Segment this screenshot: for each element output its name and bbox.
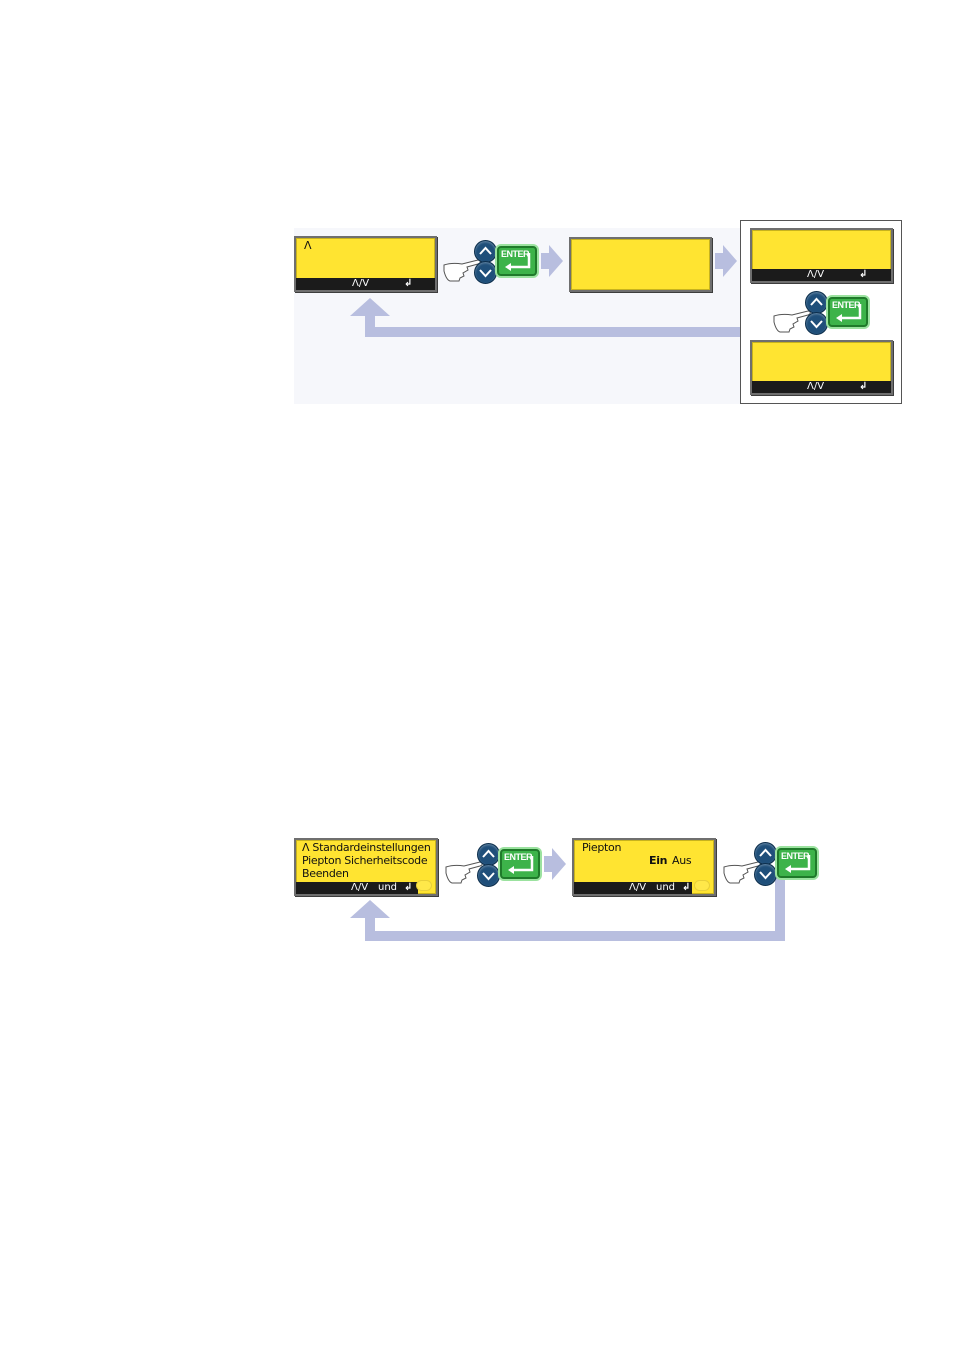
lcd-display-piepton: Piepton Ein Aus Λ/V und ↲ [572, 838, 716, 896]
lcd-c-status-bar: Λ/V ↲ [752, 269, 891, 281]
lcd-display-a: Λ Λ/V ↲ [294, 236, 437, 292]
return-arrow-icon [499, 248, 535, 274]
up-button[interactable] [477, 843, 500, 866]
enter-symbol: ↲ [859, 269, 867, 281]
lcd-d-status-bar: Λ/V ↲ [752, 381, 891, 393]
display-glare [416, 880, 432, 891]
menu-line-1: Λ Standardeinstellungen [302, 841, 431, 854]
piepton-title: Piepton [582, 841, 621, 854]
down-button[interactable] [805, 312, 828, 335]
return-arrow-1 [340, 298, 750, 344]
menu-status-bar: Λ/V und ↲ [296, 882, 418, 894]
flow-arrow-1 [539, 243, 565, 279]
chevron-down-icon [806, 313, 827, 334]
lcd-a-status-bar: Λ/V ↲ [296, 278, 435, 290]
return-arrow-icon [502, 851, 538, 877]
enter-button[interactable]: ENTER [497, 246, 537, 276]
lcd-display-c: Λ/V ↲ [750, 228, 893, 283]
flow-arrow-3 [542, 846, 568, 882]
menu-line-2: Piepton Sicherheitscode [302, 854, 427, 867]
option-off: Aus [672, 854, 691, 867]
lcd-display-b [569, 237, 712, 292]
lcd-display-d: Λ/V ↲ [750, 340, 893, 395]
nav-hint: Λ/V [629, 882, 646, 894]
chevron-down-icon [475, 262, 496, 283]
up-button[interactable] [754, 842, 777, 865]
option-on: Ein [649, 854, 667, 867]
return-arrow-icon [830, 299, 866, 325]
down-button[interactable] [474, 261, 497, 284]
enter-symbol: ↲ [404, 278, 412, 290]
nav-hint: Λ/V [807, 269, 824, 281]
chevron-down-icon [755, 864, 776, 885]
chevron-up-icon [806, 292, 827, 313]
nav-hint: Λ/V [352, 278, 369, 290]
return-arrow-icon [779, 850, 815, 876]
flow-arrow-2 [713, 243, 739, 279]
display-glare [694, 880, 710, 891]
lcd-a-line1: Λ [304, 239, 311, 252]
enter-symbol: ↲ [682, 882, 690, 894]
up-button[interactable] [474, 240, 497, 263]
nav-hint: Λ/V [807, 381, 824, 393]
und-text: und [378, 882, 397, 894]
down-button[interactable] [754, 863, 777, 886]
und-text: und [656, 882, 675, 894]
lcd-display-menu: Λ Standardeinstellungen Piepton Sicherhe… [294, 838, 438, 896]
piepton-status-bar: Λ/V und ↲ [574, 882, 692, 894]
enter-button[interactable]: ENTER [500, 849, 540, 879]
nav-hint: Λ/V [351, 882, 368, 894]
down-button[interactable] [477, 864, 500, 887]
enter-symbol: ↲ [859, 381, 867, 393]
chevron-up-icon [478, 844, 499, 865]
chevron-up-icon [475, 241, 496, 262]
chevron-up-icon [755, 843, 776, 864]
enter-symbol: ↲ [404, 882, 412, 894]
chevron-down-icon [478, 865, 499, 886]
up-button[interactable] [805, 291, 828, 314]
enter-button[interactable]: ENTER [777, 848, 817, 878]
enter-button[interactable]: ENTER [828, 297, 868, 327]
menu-line-3: Beenden [302, 867, 349, 880]
